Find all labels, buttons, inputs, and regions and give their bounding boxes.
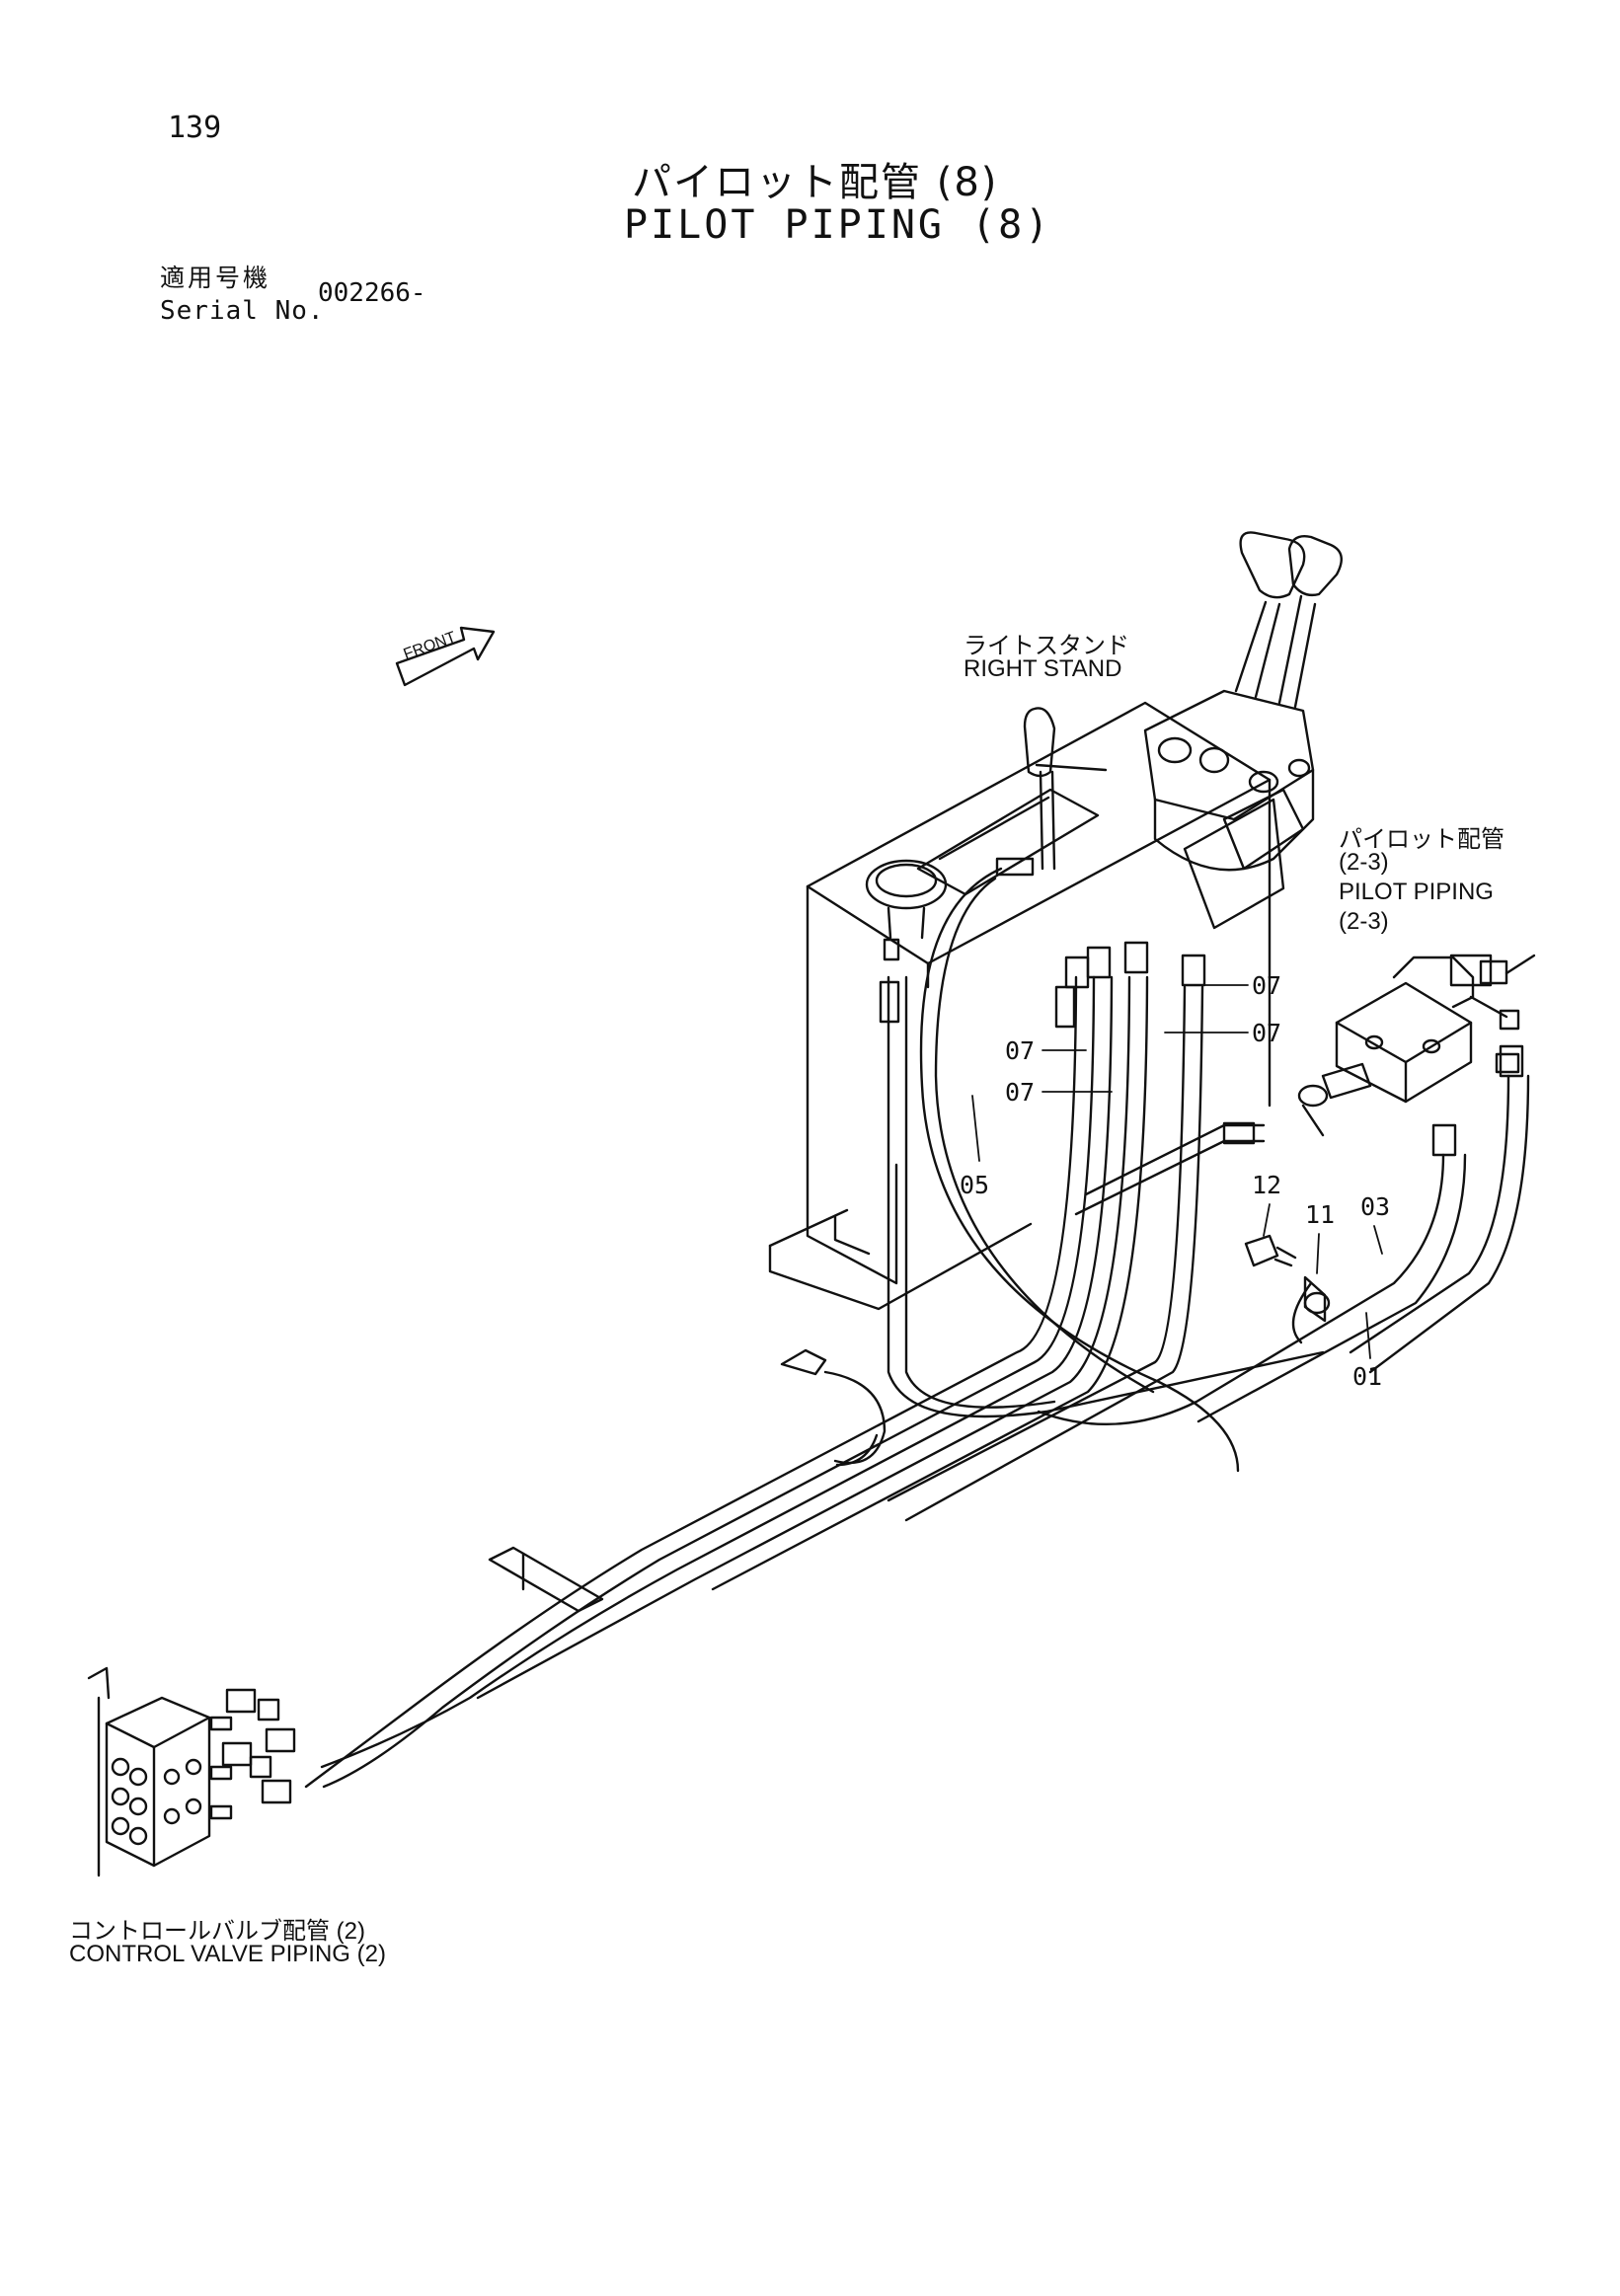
right-stand-label-en: RIGHT STAND <box>964 655 1122 682</box>
part-number-03: 03 <box>1360 1192 1391 1221</box>
clamp-11 <box>1291 1275 1331 1344</box>
serial-number-value: 002266- <box>318 278 426 308</box>
part-number-05: 05 <box>960 1171 990 1199</box>
part-number-12: 12 <box>1252 1171 1282 1199</box>
part-number-01: 01 <box>1352 1362 1383 1391</box>
page-number: 139 <box>168 111 222 145</box>
part-number-11: 11 <box>1305 1200 1336 1229</box>
joystick-pilot-valve <box>1143 531 1343 930</box>
part-number-07: 07 <box>1005 1078 1036 1107</box>
part-number-07: 07 <box>1252 971 1282 1000</box>
pilot-piping-ref-1: (2-3) <box>1339 849 1389 876</box>
front-arrow-icon <box>395 626 496 687</box>
serial-label-japanese: 適用号機 <box>160 264 271 292</box>
pressure-gauge <box>865 859 948 961</box>
leader-lines <box>971 984 1383 1359</box>
control-valve-label-jp: コントロールバルブ配管 (2) <box>69 1918 365 1945</box>
hose-clamp-2 <box>488 1546 604 1613</box>
serial-label-english: Serial No. <box>160 296 325 326</box>
left-lever <box>1023 707 1056 871</box>
pilot-piping-label-jp: パイロット配管 <box>1339 826 1504 853</box>
pilot-piping-ref-2: (2-3) <box>1339 908 1389 935</box>
right-stand-housing <box>768 701 1272 1311</box>
hose-clamp-1 <box>780 1348 887 1467</box>
control-valve <box>87 1666 296 1877</box>
title-japanese: パイロット配管 (8) <box>632 160 999 205</box>
pilot-piping-label-en: PILOT PIPING <box>1339 879 1494 905</box>
control-valve-label-en: CONTROL VALVE PIPING (2) <box>69 1941 386 1967</box>
pilot-valve-block <box>1297 954 1536 1137</box>
part-number-07: 07 <box>1252 1019 1282 1047</box>
right-stand-label-jp: ライトスタンド <box>964 633 1129 659</box>
title-english: PILOT PIPING (8) <box>624 202 1052 248</box>
hose-bundle <box>304 857 1530 1789</box>
part-number-07: 07 <box>1005 1036 1036 1065</box>
bolt-12-icon <box>1244 1234 1297 1267</box>
